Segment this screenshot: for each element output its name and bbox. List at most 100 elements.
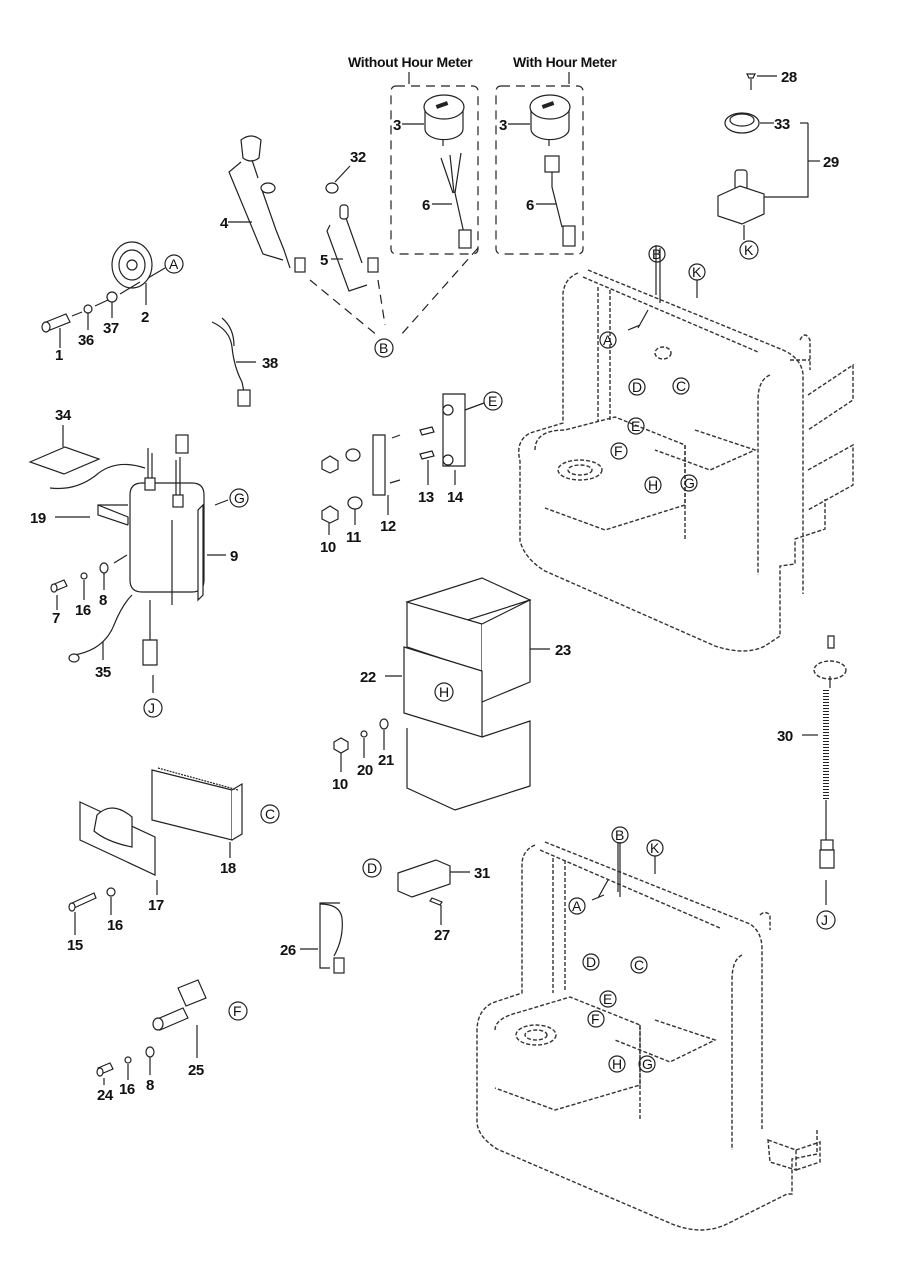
- label-5: 5: [320, 252, 328, 269]
- label-7: 7: [52, 610, 60, 627]
- label-25: 25: [188, 1062, 204, 1079]
- frame1-callout-D: D: [632, 379, 642, 395]
- hour-meter-3b: [529, 94, 571, 146]
- label-29: 29: [823, 154, 839, 171]
- label-37: 37: [103, 320, 119, 337]
- harness-38: 38: [211, 317, 278, 407]
- label-2: 2: [141, 309, 149, 326]
- callout-F-pot: F: [233, 1003, 242, 1019]
- label-9: 9: [230, 548, 238, 565]
- label-16b: 16: [107, 917, 123, 934]
- label-27: 27: [434, 927, 450, 944]
- label-19: 19: [30, 510, 46, 527]
- truck-frame-bottom: B K A D C E F H G: [476, 826, 821, 1231]
- label-24: 24: [97, 1087, 114, 1104]
- label-31: 31: [474, 865, 490, 882]
- frame2-callout-B: B: [615, 827, 624, 843]
- harness-6b: [544, 155, 576, 247]
- potentiometer-group: F 25 8 16 24: [96, 979, 248, 1104]
- label-16a: 16: [75, 602, 91, 619]
- label-30: 30: [777, 728, 793, 745]
- label-15: 15: [67, 937, 83, 954]
- label-36: 36: [78, 332, 94, 349]
- callout-A: A: [169, 256, 179, 272]
- label-4: 4: [220, 215, 229, 232]
- truck-frame-top: B K A D C E F H G: [518, 245, 854, 652]
- battery-group: 23 22 H 10 20 21: [332, 577, 571, 811]
- label-26: 26: [280, 942, 296, 959]
- label-6a: 6: [422, 197, 430, 214]
- hour-meter-3a: [423, 94, 465, 146]
- controller-group: 34 19 G 9 8 16 7 35 J: [28, 407, 249, 718]
- hour-meter-group: Without Hour Meter With Hour Meter 3 3: [348, 54, 618, 255]
- label-10b: 10: [332, 776, 348, 793]
- label-3b: 3: [499, 117, 507, 134]
- label-33: 33: [774, 116, 790, 133]
- frame2-callout-D: D: [586, 954, 596, 970]
- fuse-group: E 13 14 12 11 10: [320, 391, 503, 556]
- frame2-callout-H: H: [612, 1056, 622, 1072]
- label-28: 28: [781, 69, 797, 86]
- label-23: 23: [555, 642, 571, 659]
- without-hour-meter-box: [390, 85, 479, 255]
- label-38: 38: [262, 355, 278, 372]
- frame2-callout-E: E: [603, 991, 612, 1007]
- callout-K-switch: K: [744, 242, 754, 258]
- label-1: 1: [55, 347, 63, 364]
- horn-group: A 2 37 36 1: [41, 241, 184, 364]
- label-34: 34: [55, 407, 72, 424]
- label-20: 20: [357, 762, 373, 779]
- callout-D-switch: D: [367, 860, 377, 876]
- label-18: 18: [220, 860, 236, 877]
- label-22: 22: [360, 669, 376, 686]
- callout-G: G: [234, 490, 245, 506]
- battery-22-cover: [403, 646, 483, 738]
- heatsink-18: [151, 769, 233, 841]
- frame2-callout-K: K: [650, 840, 660, 856]
- frame2-callout-G: G: [642, 1056, 653, 1072]
- label-21: 21: [378, 752, 394, 769]
- frame1-callout-H: H: [648, 477, 658, 493]
- header-without-hour-meter: Without Hour Meter: [348, 54, 473, 70]
- label-13: 13: [418, 489, 434, 506]
- frame1-callout-B: B: [652, 246, 661, 262]
- frame1-callout-E: E: [631, 418, 640, 434]
- pad-34: [28, 446, 101, 475]
- display-group: 18 C 17 16 15: [67, 767, 280, 954]
- callout-C-display: C: [265, 806, 275, 822]
- label-35: 35: [95, 664, 111, 681]
- label-10a: 10: [320, 539, 336, 556]
- frame2-callout-A: A: [572, 898, 582, 914]
- callout-E: E: [488, 393, 497, 409]
- label-17: 17: [148, 897, 164, 914]
- e-stop-group: 28 33 29 K: [717, 69, 839, 260]
- frame1-callout-F: F: [614, 443, 623, 459]
- frame2-callout-C: C: [634, 957, 644, 973]
- label-16c: 16: [119, 1081, 135, 1098]
- callout-J-cord: J: [821, 912, 828, 928]
- callout-B: B: [379, 340, 388, 356]
- frame1-callout-G: G: [684, 475, 695, 491]
- label-11: 11: [346, 529, 361, 546]
- label-8a: 8: [99, 592, 107, 609]
- cap-32: [325, 182, 339, 194]
- switch-31-group: D 31 27 26: [280, 858, 490, 974]
- header-with-hour-meter: With Hour Meter: [513, 54, 617, 70]
- harness-6a: [440, 152, 472, 249]
- label-8b: 8: [146, 1077, 154, 1094]
- frame1-callout-C: C: [676, 378, 686, 394]
- label-3a: 3: [393, 117, 401, 134]
- with-hour-meter-box: [495, 85, 584, 255]
- callout-H: H: [439, 684, 449, 700]
- key-switch-group: 4 32 5 B: [220, 135, 479, 358]
- key: [240, 135, 262, 162]
- frame1-callout-A: A: [603, 332, 613, 348]
- frame2-callout-F: F: [591, 1011, 600, 1027]
- label-14: 14: [447, 489, 464, 506]
- frame1-callout-K: K: [692, 264, 702, 280]
- label-12: 12: [380, 518, 396, 535]
- charger-cord-group: 30 J: [777, 635, 847, 930]
- label-6b: 6: [526, 197, 534, 214]
